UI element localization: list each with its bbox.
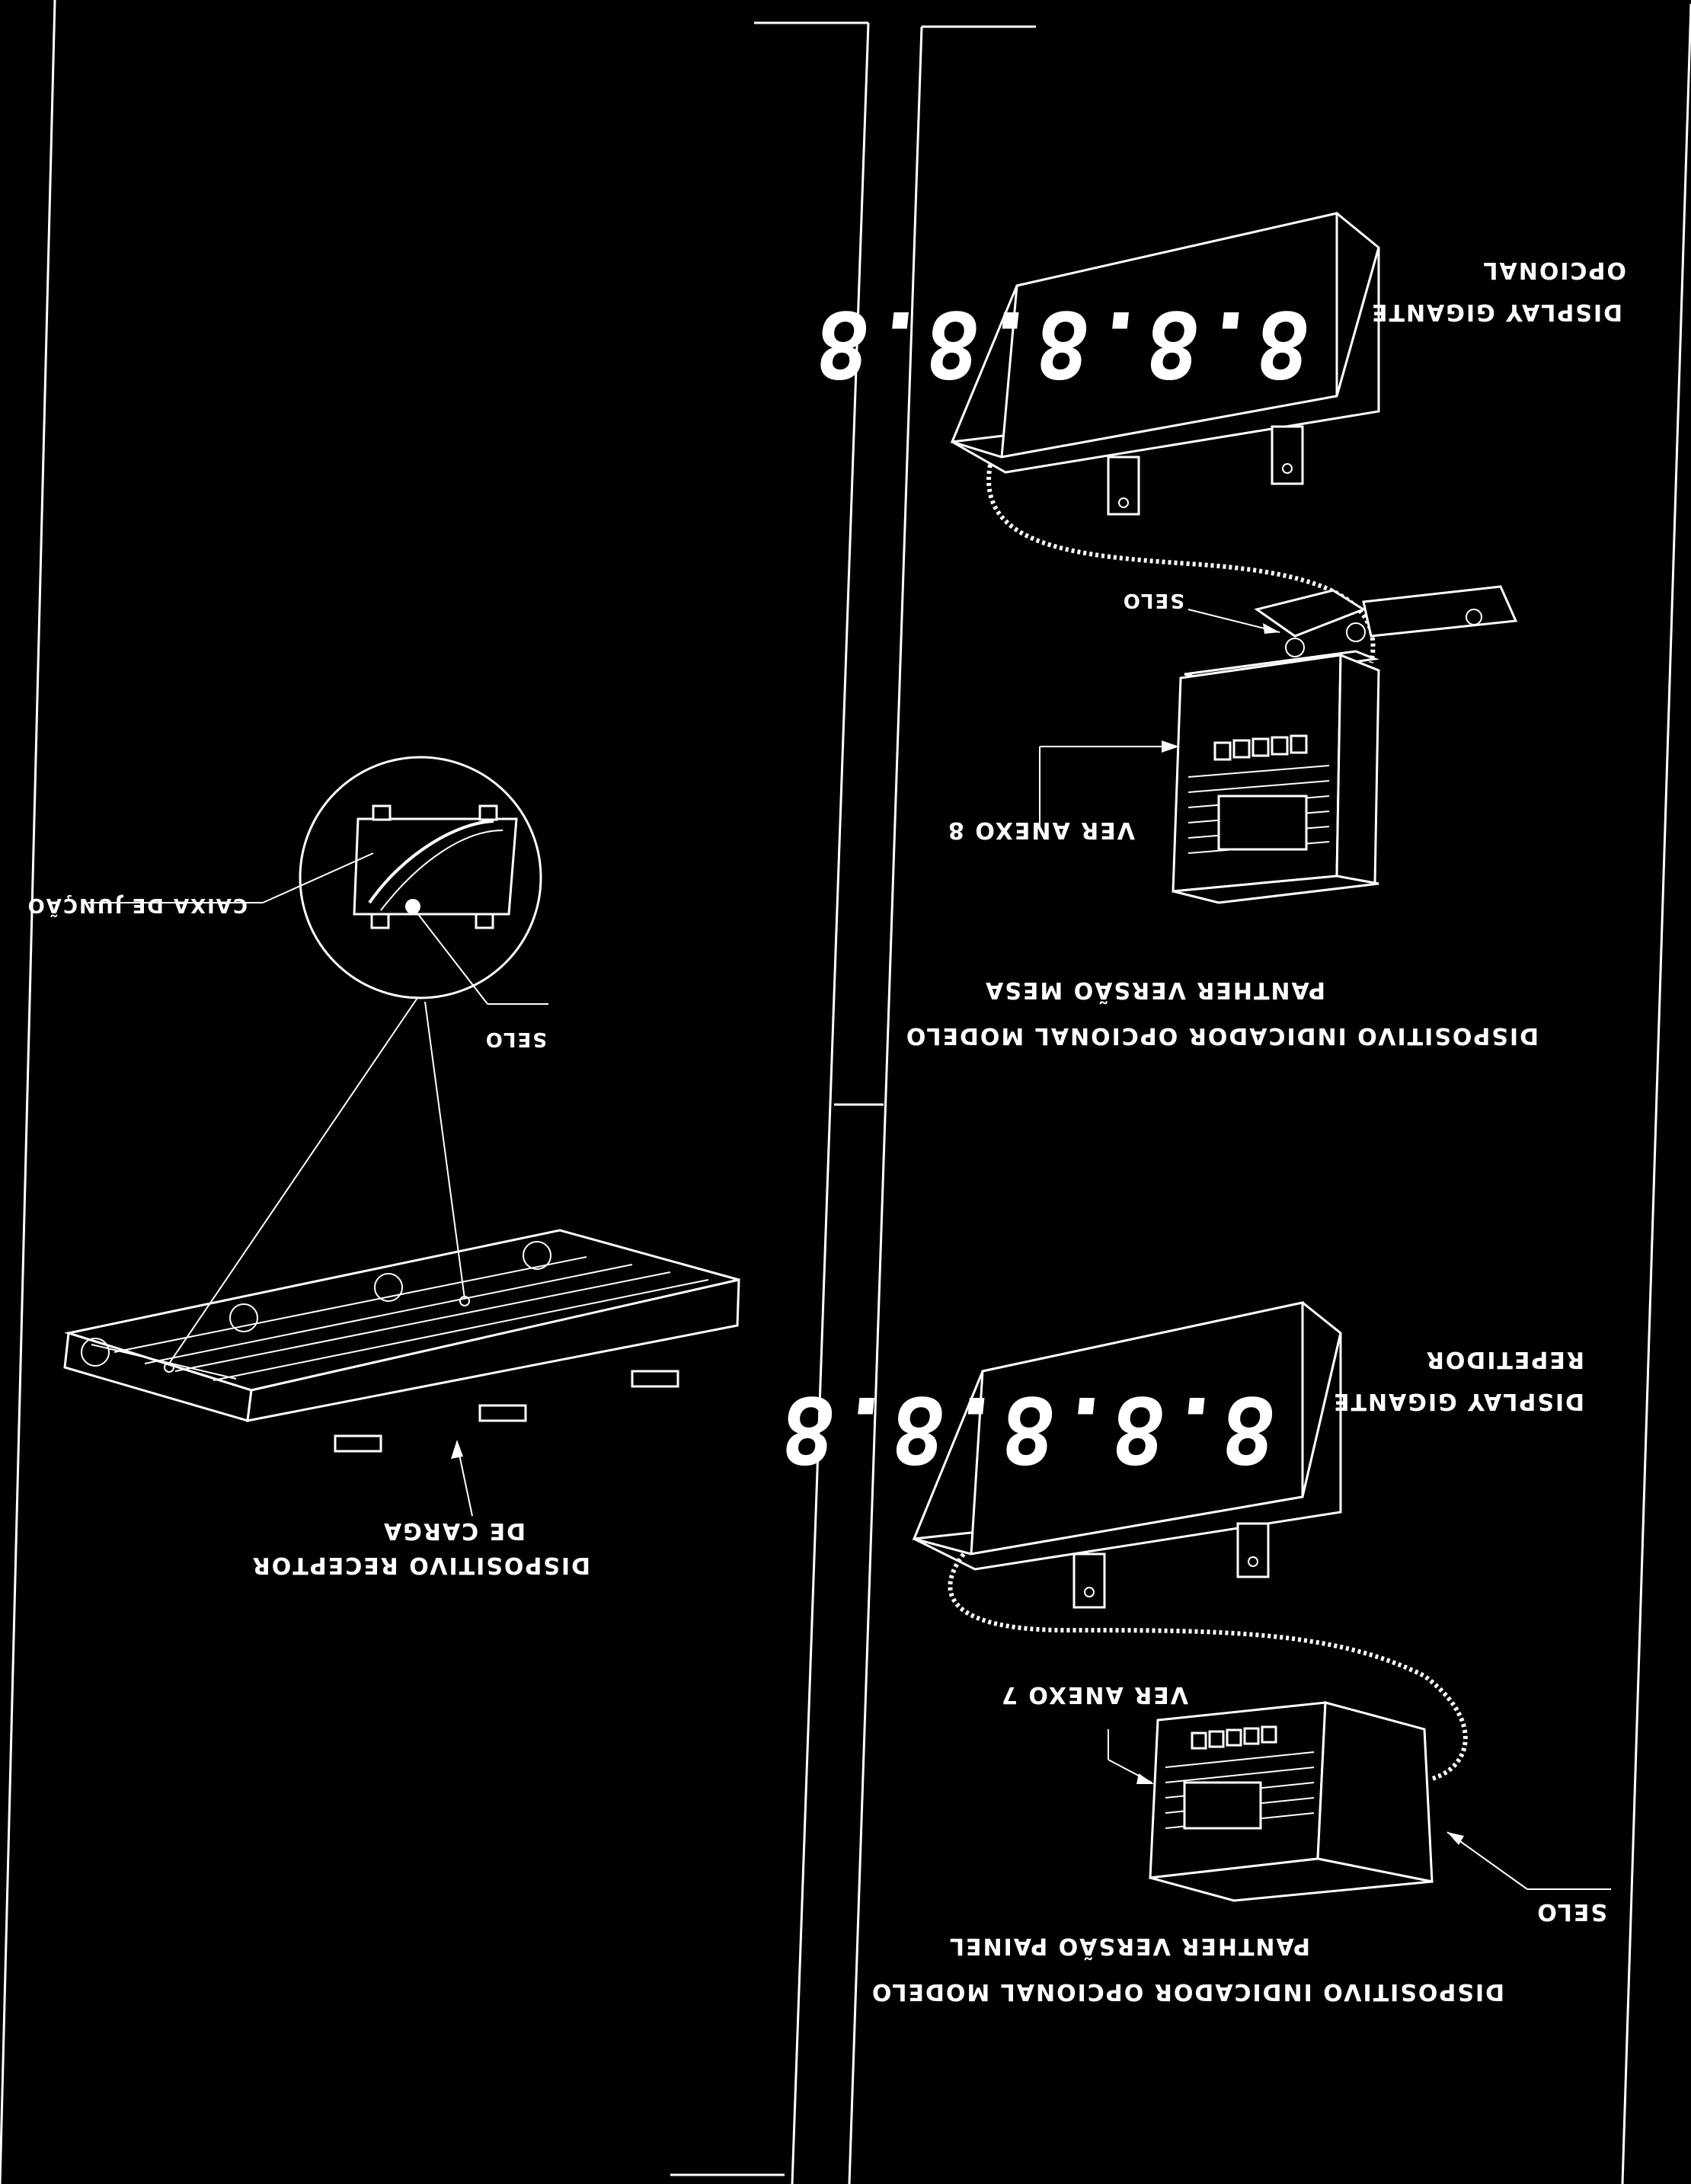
bottom-display-digits: 8.8.8.8.8 [775,1376,1282,1482]
ver-anexo-8-label: VER ANEXO 8 [947,817,1135,843]
display-repetidor-line2: REPETIDOR [1425,1346,1584,1373]
ver-anexo-7-label: VER ANEXO 7 [1000,1681,1188,1708]
mesa-label-line2: PANTHER VERSÃO MESA [984,977,1325,1005]
panther-painel-indicator [1108,1701,1611,1902]
selo-left-label: SELO [484,1028,547,1050]
giant-display-repeater: 8.8.8.8.8 [775,1301,1468,1781]
panther-mesa-indicator [1039,585,1518,904]
receptor-label-line2: DE CARGA [382,1517,526,1544]
selo-bottom-label: SELO [1536,1898,1607,1925]
junction-box-detail [88,756,548,1005]
left-labels: CAIXA DE JUNÇÃO SELO DISPOSITIVO RECEPTO… [27,894,590,1578]
receptor-label-line1: DISPOSITIVO RECEPTOR [251,1552,590,1578]
load-receiver-platform [63,997,740,1517]
caixa-de-juncao-label: CAIXA DE JUNÇÃO [27,894,248,918]
right-labels: DISPLAY GIGANTE OPCIONAL SELO VER ANEXO … [871,257,1626,2005]
top-display-digits: 8.8.8.8.8 [810,290,1316,397]
giant-display-optional: 8.8.8.8.8 [810,212,1380,664]
painel-label-line2: PANTHER VERSÃO PAINEL [948,1933,1310,1961]
display-opcional-line2: OPCIONAL [1482,257,1626,283]
display-repetidor-line1: DISPLAY GIGANTE [1332,1388,1584,1415]
mesa-label-line1: DISPOSITIVO INDICADOR OPCIONAL MODELO [905,1022,1539,1049]
selo-top-label: SELO [1122,589,1184,612]
painel-label-line1: DISPOSITIVO INDICADOR OPCIONAL MODELO [871,1978,1504,2005]
display-opcional-line1: DISPLAY GIGANTE [1370,299,1622,325]
